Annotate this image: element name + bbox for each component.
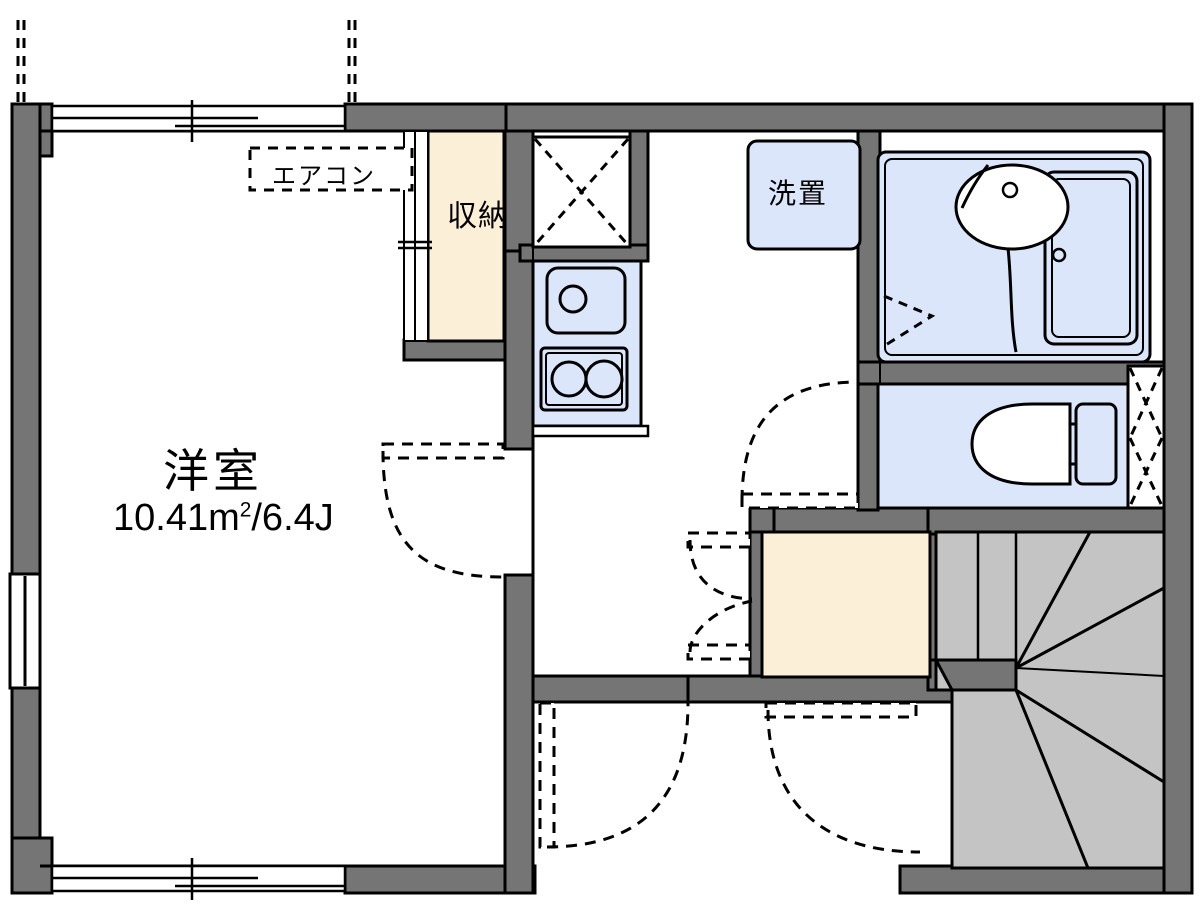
- wall-bath-toilet: [856, 360, 1166, 386]
- kitchen-counter-edge: [531, 424, 650, 438]
- bath-folding-door[interactable]: [883, 294, 936, 348]
- entrance-door-leaf: [764, 701, 918, 719]
- stair-tread-5: [1015, 667, 1165, 677]
- adjacent-opening-box: [1126, 364, 1166, 510]
- stair-tread-6: [1015, 688, 1165, 784]
- hall-door-leaf-b: [686, 643, 752, 661]
- burner-right: [584, 359, 624, 399]
- hall-door-arc-a: [688, 539, 753, 601]
- bathtub-drain: [1051, 247, 1067, 263]
- hall-swing-door-lower[interactable]: [686, 599, 753, 661]
- toilet-room-group: [876, 382, 1152, 510]
- toilet-swing-door[interactable]: [740, 380, 860, 510]
- windows-layer: [8, 20, 357, 900]
- wash-basin-icon: [954, 163, 1070, 353]
- hall-door-arc-b: [688, 599, 753, 653]
- wall-top-right: [504, 102, 1194, 133]
- kitchen-group: [531, 135, 650, 438]
- wall-kitchen-left: [503, 129, 535, 253]
- adjacent-unit-marks: [1126, 364, 1166, 510]
- stove-icon: [539, 346, 629, 412]
- sink-icon: [545, 266, 627, 335]
- toilet-door-leaf: [740, 492, 860, 510]
- room-swing-door[interactable]: [381, 442, 505, 579]
- burner-left: [550, 360, 588, 398]
- wall-left-upper: [10, 102, 42, 576]
- entrance-door-arc: [766, 709, 921, 854]
- lower-left-door-arc: [546, 702, 690, 849]
- basin-drain: [1001, 181, 1019, 199]
- stairs-landing-block: [933, 658, 1018, 692]
- unit-bath-group: [876, 150, 1152, 364]
- lower-left-swing-door[interactable]: [538, 701, 690, 849]
- entrance-swing-door[interactable]: [764, 701, 921, 854]
- stair-tread-3: [1014, 531, 1092, 669]
- closet-body: [426, 129, 506, 343]
- toilet-icon: [970, 402, 1118, 486]
- wall-closet-bottom: [402, 338, 507, 362]
- refrigerator-space-icon: [531, 135, 632, 249]
- toilet-door-arc: [740, 380, 859, 502]
- genkan-floor: [760, 530, 932, 679]
- lower-left-door-leaf: [538, 701, 556, 849]
- aircon-box: [248, 146, 414, 192]
- wall-bottom-mid: [343, 864, 537, 895]
- room-door-arc: [381, 450, 504, 579]
- washer-box: [746, 139, 862, 251]
- wall-hall-corner: [748, 506, 776, 534]
- toilet-tank: [1074, 402, 1118, 486]
- entrance-genkan: [760, 530, 932, 679]
- closet-door-leaf-2[interactable]: [414, 130, 429, 342]
- sliding-window-bottom[interactable]: [50, 858, 347, 900]
- stairs-body: [934, 530, 1166, 870]
- wall-hall-bottom: [531, 674, 690, 704]
- wall-stairs-top: [926, 506, 1166, 536]
- doors-layer: [381, 364, 1166, 854]
- hall-swing-door-upper[interactable]: [686, 531, 753, 601]
- basin-edge: [960, 164, 990, 209]
- wall-bottom-right: [898, 864, 1194, 895]
- room-door-leaf: [381, 442, 505, 460]
- basin-stalk: [1006, 247, 1018, 353]
- wall-kitchen-right: [628, 129, 650, 253]
- air-conditioner-marker: [248, 146, 414, 192]
- stair-tread-4: [1015, 586, 1165, 670]
- stair-tread-7: [1014, 689, 1090, 869]
- sliding-window-top[interactable]: [50, 100, 347, 142]
- closet-sliding-door[interactable]: [398, 130, 432, 342]
- wall-right: [1162, 102, 1194, 895]
- washing-machine-space: [746, 139, 862, 251]
- closet-group: [398, 129, 506, 343]
- hall-door-leaf-a: [686, 531, 752, 549]
- window-left[interactable]: [8, 572, 42, 690]
- wall-living-hall-lower: [503, 573, 535, 895]
- wall-toilet-left: [856, 382, 880, 512]
- room-boundary-hall: [532, 130, 881, 677]
- winder-staircase: [933, 530, 1166, 870]
